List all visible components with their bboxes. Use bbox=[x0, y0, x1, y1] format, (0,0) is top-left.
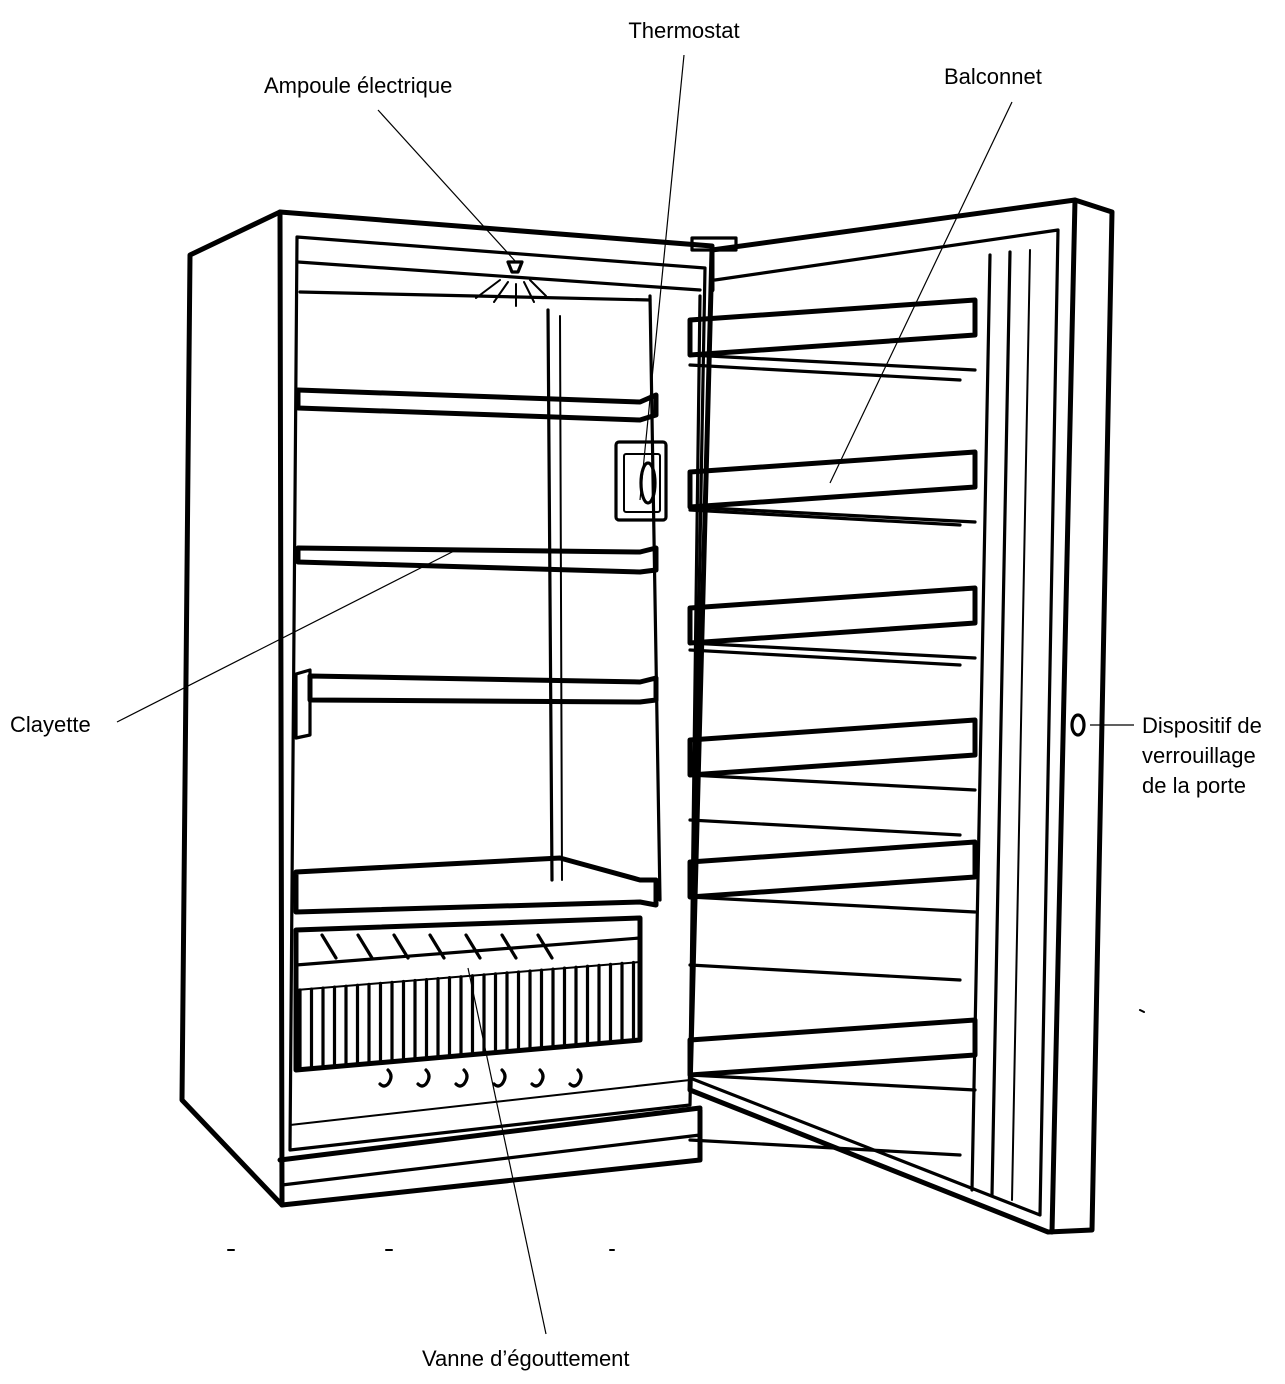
door bbox=[687, 197, 1115, 1235]
specks bbox=[227, 1009, 1145, 1251]
cabinet bbox=[179, 209, 738, 1208]
label-balconnet: Balconnet bbox=[944, 64, 1042, 89]
light-bulb bbox=[475, 260, 547, 307]
label-thermostat: Thermostat bbox=[628, 18, 740, 43]
thermostat-dial bbox=[614, 440, 668, 522]
label-ampoule: Ampoule électrique bbox=[264, 73, 453, 98]
label-verrouillage-line3: de la porte bbox=[1142, 773, 1246, 798]
label-clayette: Clayette bbox=[10, 712, 91, 737]
label-vanne: Vanne d’égouttement bbox=[422, 1346, 630, 1371]
label-verrouillage-line1: Dispositif de bbox=[1142, 713, 1262, 738]
label-verrouillage-line2: verrouillage bbox=[1142, 743, 1256, 768]
leader-lines bbox=[116, 54, 1134, 1335]
crisper bbox=[293, 915, 643, 1088]
shelves bbox=[293, 387, 659, 915]
door-lock-knob bbox=[1070, 713, 1086, 737]
